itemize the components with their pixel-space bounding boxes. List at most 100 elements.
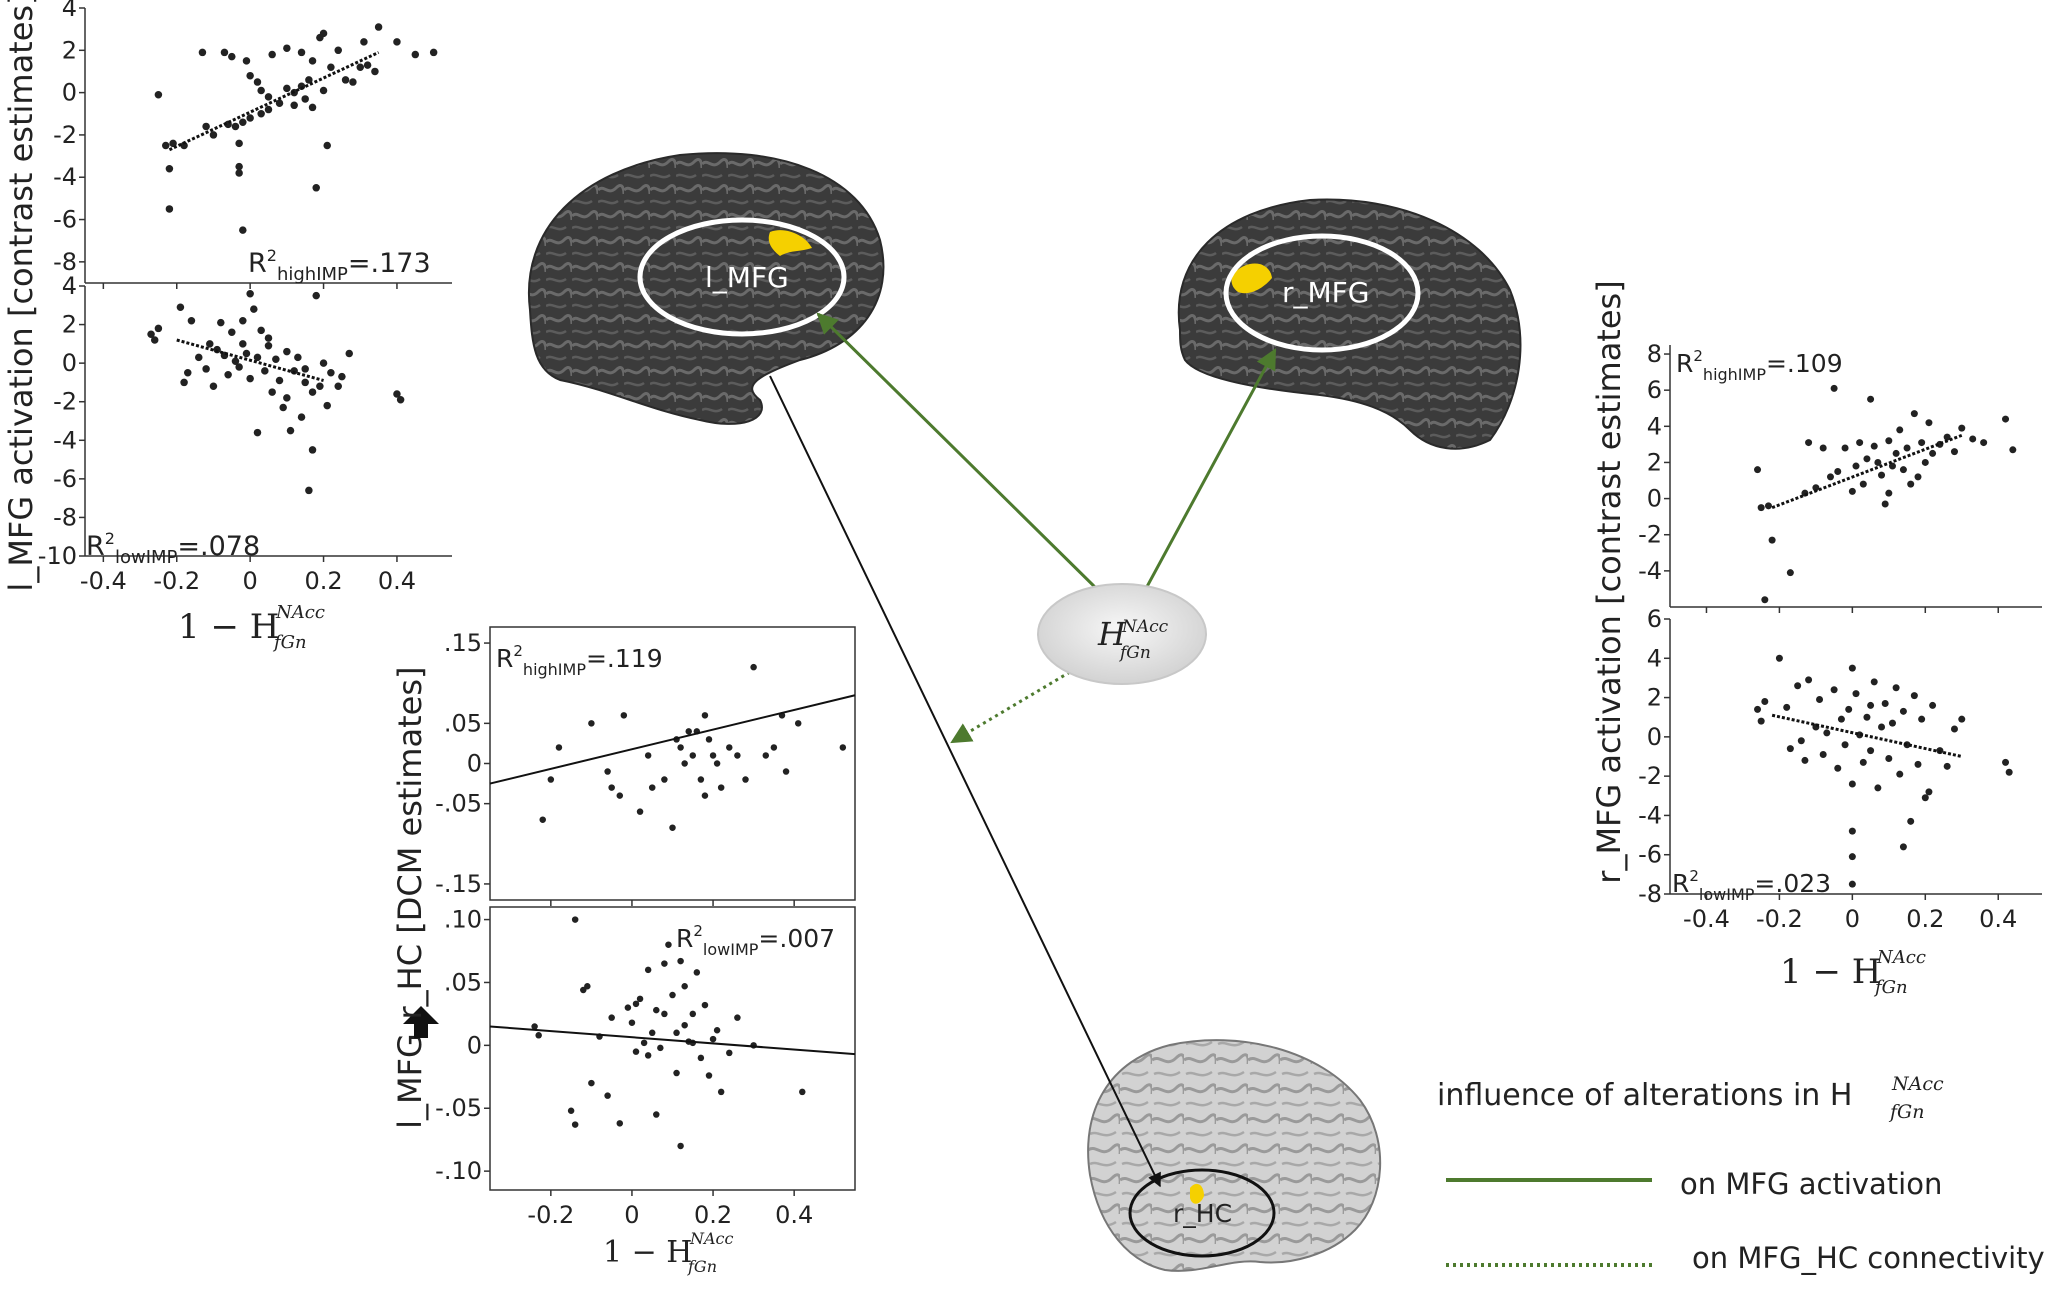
data-point	[1918, 715, 1926, 723]
conn-ylabel-arrow-icon	[403, 1006, 439, 1038]
data-point	[206, 340, 214, 348]
data-point	[150, 336, 159, 344]
data-point	[701, 1001, 709, 1009]
data-point	[283, 84, 291, 93]
r2-annotation: R2lowIMP=.007	[676, 922, 835, 959]
y-tick-label: -2	[53, 388, 77, 416]
data-point	[713, 760, 721, 767]
y-tick-label: -4	[1638, 557, 1662, 585]
data-point	[316, 382, 324, 391]
data-point	[661, 960, 668, 967]
data-point	[547, 776, 555, 783]
data-point	[794, 720, 802, 727]
data-point	[1841, 741, 1849, 749]
data-point	[608, 784, 615, 791]
regression-line	[168, 51, 380, 152]
data-point	[290, 101, 298, 110]
y-tick-label: 0	[1647, 723, 1662, 751]
y-tick-label: -8	[53, 503, 77, 531]
data-point	[669, 991, 676, 999]
data-point	[371, 67, 379, 76]
data-point	[1910, 410, 1918, 418]
r2-sup: 2	[1693, 347, 1703, 365]
data-point	[176, 303, 185, 311]
data-point	[1888, 719, 1896, 727]
r2-value: =.078	[177, 531, 260, 562]
data-point	[1907, 817, 1915, 825]
r2-sup: 2	[105, 529, 115, 548]
data-point	[257, 86, 265, 95]
data-point	[1834, 467, 1842, 475]
data-point	[220, 48, 229, 57]
data-point	[242, 349, 251, 358]
data-point	[286, 426, 295, 435]
data-point	[1757, 717, 1765, 725]
xlabel-right: 1 − H NAcc fGn	[1780, 947, 1926, 998]
data-point	[588, 1079, 595, 1087]
hc-activation-blob	[1190, 1183, 1204, 1204]
data-point	[180, 378, 188, 387]
data-point	[648, 1029, 656, 1037]
data-point	[1943, 433, 1951, 441]
data-point	[604, 768, 611, 775]
y-tick-label: 4	[62, 272, 77, 300]
conn-ylabel-right: r_HC [DCM estimates]	[391, 667, 429, 1020]
data-point	[319, 86, 328, 95]
regression-line	[489, 1025, 856, 1056]
data-point	[301, 365, 309, 373]
data-point	[235, 363, 243, 371]
data-point	[677, 744, 684, 751]
data-point	[539, 816, 546, 823]
data-point	[1896, 770, 1904, 778]
data-point	[363, 61, 372, 69]
hub-symbol: H	[1097, 615, 1127, 653]
x-tick-label: 0.4	[378, 567, 416, 595]
data-point	[2002, 415, 2010, 423]
r2-sup: 2	[513, 642, 523, 660]
data-point	[1892, 449, 1900, 457]
data-point	[341, 76, 350, 84]
data-point	[1834, 764, 1842, 772]
data-point	[228, 328, 236, 337]
data-point	[677, 1142, 684, 1150]
r2-annotation: R2highIMP=.173	[248, 246, 431, 285]
data-point	[697, 776, 705, 783]
data-point	[253, 78, 262, 86]
data-point	[283, 347, 291, 356]
data-point	[636, 808, 644, 815]
data-point	[231, 122, 240, 131]
data-point	[1980, 439, 1988, 447]
r2-annotation: R2highIMP=.109	[1676, 347, 1843, 384]
data-point	[319, 359, 328, 367]
y-tick-label: -6	[1638, 841, 1662, 869]
r2-prefix: R	[86, 531, 105, 562]
data-point	[202, 365, 210, 373]
regression-line	[1771, 433, 1963, 510]
r2-annotation: R2lowIMP=.023	[1672, 867, 1831, 904]
data-point	[246, 71, 254, 80]
data-point	[224, 370, 232, 379]
data-point	[628, 1019, 636, 1026]
data-point	[327, 63, 335, 71]
data-point	[429, 48, 438, 57]
data-point	[253, 428, 262, 437]
arrow-hub-to-r-mfg	[1141, 348, 1277, 595]
data-point	[283, 44, 291, 52]
data-point	[661, 1010, 668, 1018]
plot-frame	[489, 906, 856, 1191]
data-point	[1863, 455, 1871, 463]
data-point	[1969, 435, 1977, 443]
data-point	[312, 184, 320, 192]
regression-line	[489, 694, 856, 785]
data-point	[1754, 466, 1762, 474]
data-point	[588, 720, 595, 727]
r2-sup: 2	[1689, 867, 1699, 885]
arrow-hub-to-connectivity	[950, 670, 1071, 744]
r2-annotation: R2lowIMP=.078	[86, 529, 260, 568]
data-point	[584, 982, 591, 990]
data-point	[1775, 654, 1783, 662]
data-point	[1848, 664, 1856, 672]
y-tick-label: -4	[1638, 801, 1662, 829]
